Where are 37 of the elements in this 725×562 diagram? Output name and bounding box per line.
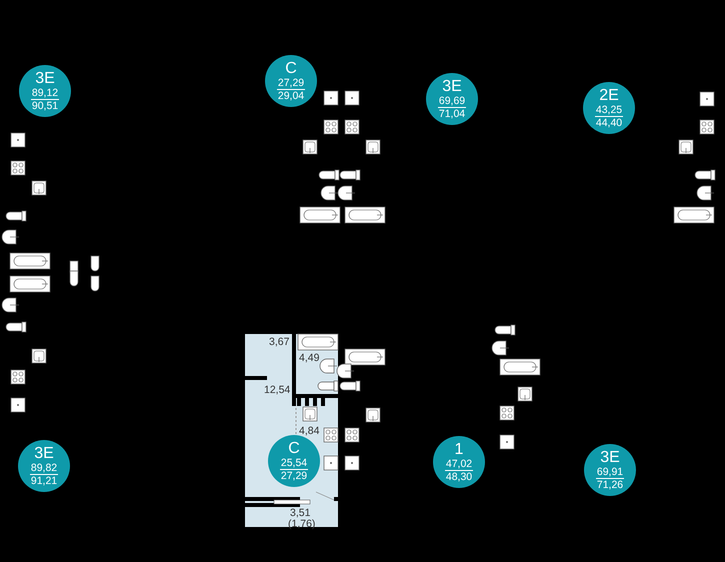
apartment-type: C xyxy=(285,60,297,76)
balcony-area-label: 3,51 xyxy=(290,507,310,519)
living-area: 89,82 xyxy=(30,462,58,474)
living-area: 89,12 xyxy=(32,86,58,98)
balcony-area-label: (1,76) xyxy=(288,518,316,530)
apartment-badge xyxy=(433,436,485,488)
total-area: 91,21 xyxy=(30,474,58,486)
apartment-type: 1 xyxy=(454,442,464,458)
living-area: 43,25 xyxy=(596,104,622,116)
total-area: 71,26 xyxy=(596,478,624,490)
apartment-badge xyxy=(584,444,636,496)
living-area: 25,54 xyxy=(280,456,308,468)
living-area: 69,69 xyxy=(438,94,466,106)
room-area-label: 4,84 xyxy=(299,425,320,437)
living-area: 47,02 xyxy=(446,458,472,470)
apartment-type: C xyxy=(288,440,300,456)
room-area-label: 12,54 xyxy=(264,384,290,396)
apartment-badge xyxy=(18,440,70,492)
total-area: 44,40 xyxy=(594,116,624,128)
apartment-type: 3E xyxy=(34,446,54,462)
room-area-label: 4,49 xyxy=(299,352,320,364)
room-area-label: 3,67 xyxy=(269,336,290,348)
living-area: 69,91 xyxy=(596,466,624,478)
total-area: 29,04 xyxy=(276,88,306,102)
apartment-badge xyxy=(19,65,71,117)
total-area: 27,29 xyxy=(280,468,308,482)
total-area: 71,04 xyxy=(438,106,466,120)
apartment-type: 3E xyxy=(600,450,620,466)
apartment-badge xyxy=(426,73,478,125)
apartment-badge xyxy=(265,55,317,107)
apartment-type: 3E xyxy=(442,78,462,94)
apartment-type: 2E xyxy=(599,88,619,104)
apartment-badge xyxy=(583,82,635,134)
living-area: 27,29 xyxy=(278,76,304,88)
total-area: 48,30 xyxy=(444,470,474,482)
apartment-type: 3E xyxy=(35,70,55,86)
total-area: 90,51 xyxy=(30,98,60,112)
